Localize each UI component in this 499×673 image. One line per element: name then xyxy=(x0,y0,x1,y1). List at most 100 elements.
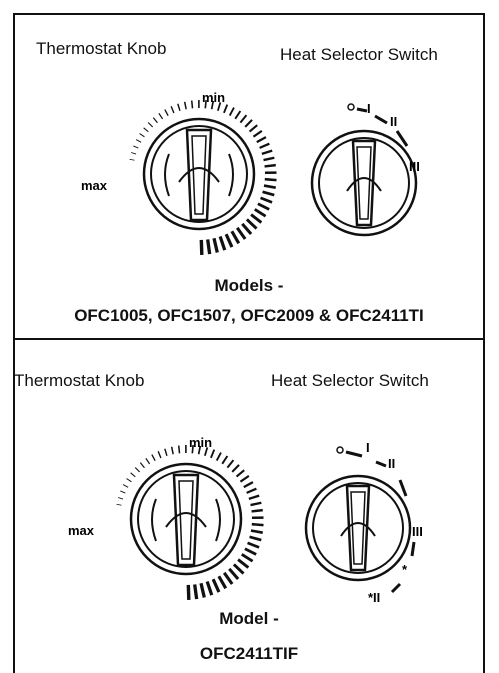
models-list: OFC1005, OFC1507, OFC2009 & OFC2411TI xyxy=(74,306,424,325)
scale-tick xyxy=(151,454,156,461)
section-bottom: Thermostat Knob Heat Selector Switch min… xyxy=(14,339,484,673)
dial-max-label: max xyxy=(68,523,95,538)
scale-tick xyxy=(226,459,235,469)
thermostat-scale-ticks xyxy=(129,99,277,256)
dial-min-label: min xyxy=(189,435,212,450)
scale-tick xyxy=(239,114,248,124)
scale-tick xyxy=(191,444,194,454)
scale-tick xyxy=(250,213,263,224)
scale-tick xyxy=(130,152,137,155)
scale-tick xyxy=(204,99,207,109)
scale-tick xyxy=(221,455,229,465)
scale-tick xyxy=(190,100,194,109)
scale-tick xyxy=(228,567,240,581)
selector-mark-5: *II xyxy=(368,590,380,605)
thermostat-knob-icon: min max xyxy=(81,90,277,256)
scale-tick xyxy=(254,208,267,218)
scale-tick xyxy=(251,508,263,513)
heat-selector-switch-label: Heat Selector Switch xyxy=(280,45,438,64)
scale-tick xyxy=(260,196,273,204)
dial-min-label: min xyxy=(202,90,225,105)
heat-selector-switch-icon: I II III * *II xyxy=(304,440,423,605)
scale-tick xyxy=(259,142,270,149)
scale-tick xyxy=(210,449,216,459)
scale-tick xyxy=(139,133,145,138)
scale-tick xyxy=(262,190,275,197)
section-top: Thermostat Knob Heat Selector Switch min… xyxy=(14,14,484,339)
scale-tick xyxy=(235,469,245,478)
selector-mark-2: II xyxy=(390,114,397,129)
scale-tick xyxy=(248,124,258,133)
scale-tick xyxy=(157,451,162,459)
scale-tick xyxy=(239,475,250,483)
thermostat-knob-label: Thermostat Knob xyxy=(36,39,167,58)
scale-tick xyxy=(199,239,204,256)
dial-max-label: max xyxy=(81,178,108,193)
scale-tick xyxy=(222,571,234,585)
scale-tick xyxy=(130,472,136,478)
scale-tick xyxy=(206,239,212,255)
scale-tick xyxy=(126,478,132,483)
scale-tick xyxy=(235,226,247,240)
scale-tick xyxy=(164,109,169,116)
scale-tick xyxy=(210,100,215,110)
model-title: Model - xyxy=(219,609,279,628)
scale-tick xyxy=(120,490,126,494)
scale-tick xyxy=(250,529,263,534)
selector-mark-4: * xyxy=(402,562,408,577)
scale-tick xyxy=(261,149,273,156)
selector-mark-1: I xyxy=(367,101,371,116)
scale-tick xyxy=(263,184,276,189)
scale-tick xyxy=(183,101,187,110)
scale-tick xyxy=(122,484,129,488)
scale-tick xyxy=(164,448,168,457)
scale-tick xyxy=(197,445,202,455)
scale-tick xyxy=(249,535,262,542)
scale-tick xyxy=(215,452,222,462)
scale-tick xyxy=(129,158,135,161)
scale-tick xyxy=(231,464,240,473)
scale-tick xyxy=(170,446,174,455)
thermostat-knob-label: Thermostat Knob xyxy=(14,371,145,390)
selector-mark-2: II xyxy=(388,456,395,471)
scale-tick xyxy=(217,102,222,112)
scale-tick xyxy=(177,103,181,112)
scale-tick xyxy=(241,222,253,236)
scale-tick xyxy=(211,578,221,593)
scale-tick xyxy=(170,106,175,114)
scale-tick xyxy=(244,547,257,556)
scale-tick xyxy=(134,467,141,473)
scale-tick xyxy=(257,202,270,211)
selector-mark-3: III xyxy=(412,524,423,539)
scale-tick xyxy=(234,110,242,120)
scale-tick xyxy=(237,558,250,569)
scale-tick xyxy=(117,497,124,500)
scale-tick xyxy=(251,522,264,527)
thermostat-scale-ticks xyxy=(116,444,264,601)
scale-tick xyxy=(241,553,254,563)
scale-tick xyxy=(212,237,219,253)
scale-tick xyxy=(143,127,149,133)
scale-tick xyxy=(152,117,158,124)
scale-tick xyxy=(147,122,154,128)
scale-tick xyxy=(224,233,234,248)
scale-tick xyxy=(223,104,229,114)
scale-tick xyxy=(158,112,164,120)
scale-tick xyxy=(252,130,263,138)
scale-tick xyxy=(193,584,199,600)
scale-tick xyxy=(145,457,151,465)
scale-tick xyxy=(246,487,257,494)
scale-tick xyxy=(116,503,122,506)
scale-tick xyxy=(135,139,142,143)
scale-tick xyxy=(199,582,206,598)
scale-tick xyxy=(177,445,181,454)
scale-tick xyxy=(247,541,260,549)
selector-mark-3: III xyxy=(409,159,420,174)
scale-tick xyxy=(264,163,276,168)
model-number: OFC2411TIF xyxy=(199,644,299,663)
selector-mark-1: I xyxy=(366,440,370,455)
scale-tick xyxy=(186,584,191,601)
scale-tick xyxy=(133,145,139,149)
scale-tick xyxy=(244,119,253,128)
